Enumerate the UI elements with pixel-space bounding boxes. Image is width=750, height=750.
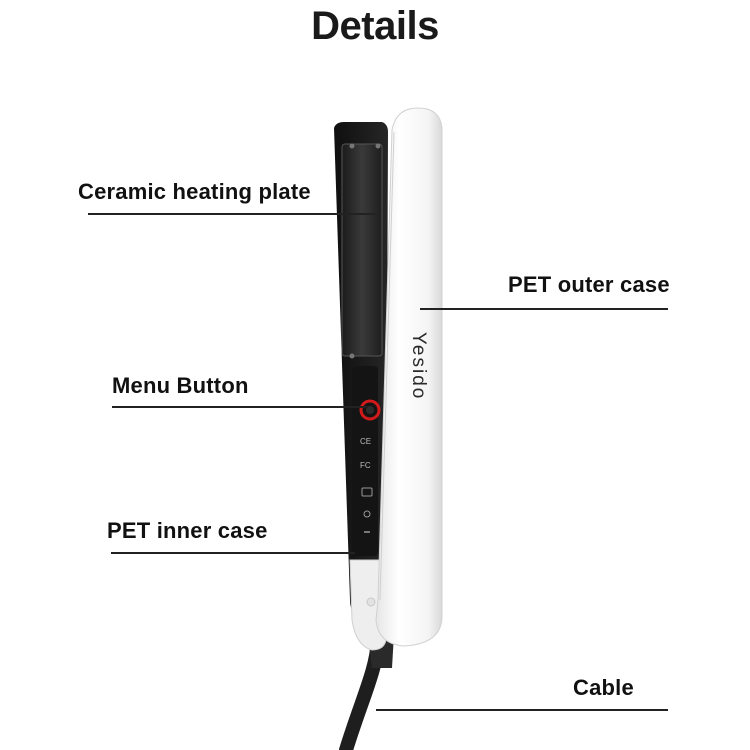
menu-button-ring [359,399,381,421]
label-pet-outer-case: PET outer case [508,272,670,297]
leader-pet-inner-case [111,552,355,554]
ceramic-heating-plate-surface [341,143,383,357]
label-menu-button: Menu Button [112,373,249,398]
brand-logo: Yesido [408,332,429,400]
leader-pet-outer-case [420,308,668,310]
leader-ceramic-heating-plate [88,213,380,215]
leader-cable [376,709,668,711]
page-title: Details [311,4,439,48]
leader-menu-button [112,406,368,408]
label-cable: Cable [573,675,634,700]
svg-text:CE: CE [360,437,371,446]
svg-text:FC: FC [360,461,371,470]
lock-slider [366,597,376,607]
label-ceramic-heating-plate: Ceramic heating plate [78,179,311,204]
label-pet-inner-case: PET inner case [107,518,268,543]
outer-case-body [375,107,443,647]
